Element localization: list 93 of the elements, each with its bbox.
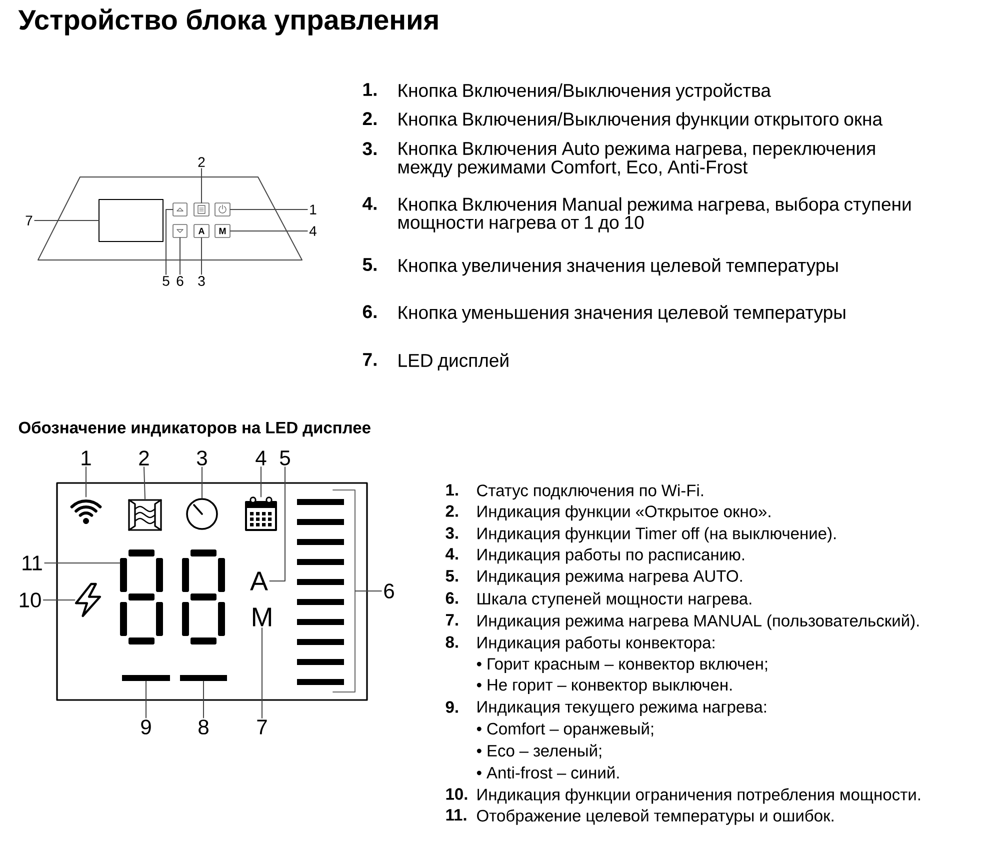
- callout-number: 3: [198, 276, 205, 286]
- leader-line: [269, 466, 286, 582]
- manual-button: M: [214, 224, 230, 238]
- control-panel: [38, 176, 302, 260]
- list-item: • Comfort – оранжевый;: [476, 722, 654, 738]
- list-number: 9.: [446, 701, 458, 713]
- indicator-bar: [122, 675, 170, 681]
- indicator-bar: [180, 675, 227, 681]
- calendar-icon: [245, 496, 277, 531]
- leader-line: [203, 680, 204, 718]
- callout-number: 6: [384, 584, 394, 598]
- callout-number: 4: [256, 450, 266, 466]
- callout-number: 5: [280, 450, 290, 466]
- section-heading: Обозначение индикаторов на LED дисплее: [18, 421, 370, 437]
- display-screen: [98, 199, 164, 242]
- callout-number: 1: [310, 204, 316, 214]
- mode-letter: A: [250, 572, 268, 590]
- list-item: Кнопка Включения Manual режима нагрева, выбора ступени мощности нагрева от 1 до 10: [398, 197, 911, 233]
- list-item: • Не горит – конвектор выключен.: [476, 679, 732, 694]
- list-number: 5.: [362, 258, 376, 271]
- list-number: 8.: [446, 636, 458, 648]
- leader-line: [230, 209, 308, 210]
- leader-line: [144, 466, 146, 500]
- mode-letter: M: [252, 608, 272, 626]
- list-item: Кнопка Включения/Выключения устройства: [398, 83, 771, 101]
- up-button: [172, 202, 188, 216]
- list-number: 7.: [446, 614, 458, 626]
- leader-line: [201, 168, 202, 204]
- callout-number: 2: [198, 157, 205, 167]
- leader-line: [44, 562, 120, 564]
- list-number: 2.: [446, 505, 458, 517]
- power-button: [214, 202, 230, 216]
- list-item: Индикация работы конвектора:: [478, 636, 714, 652]
- list-item: • Anti-frost – синий.: [476, 766, 619, 779]
- list-item: Индикация работы по расписанию.: [478, 548, 744, 564]
- leader-line: [34, 220, 100, 221]
- callout-number: 6: [176, 276, 184, 286]
- digit-display: [120, 550, 225, 644]
- list-item: Статус подключения по Wi-Fi.: [477, 484, 703, 500]
- list-number: 1.: [363, 83, 376, 96]
- callout-number: 4: [309, 226, 316, 236]
- list-number: 3.: [446, 527, 458, 539]
- list-item: Индикация функции Timer off (на выключение).: [478, 527, 836, 543]
- callout-number: 1: [82, 450, 91, 466]
- list-number: 3.: [362, 142, 376, 156]
- list-item: Кнопка увеличения значения целевой температуры: [398, 258, 838, 276]
- list-number: 5.: [446, 570, 458, 582]
- callout-number: 5: [162, 276, 170, 286]
- callout-number: 8: [198, 720, 208, 734]
- list-number: 6.: [362, 305, 376, 318]
- bolt-icon: [74, 582, 102, 618]
- leader-line: [201, 237, 202, 275]
- list-number: 2.: [362, 112, 376, 126]
- wifi-icon: [70, 500, 102, 524]
- callout-number: 7: [26, 216, 32, 226]
- callout-number: 2: [139, 450, 149, 466]
- leader-line: [260, 466, 262, 498]
- leader-line: [166, 209, 174, 275]
- list-item: Индикация текущего режима нагрева:: [478, 701, 766, 716]
- window-button: [194, 202, 210, 216]
- list-item: Индикация функции ограничения потребления мощности.: [478, 788, 920, 804]
- callout-number: 3: [196, 450, 207, 466]
- list-number: 1.: [446, 484, 458, 496]
- list-item: • Горит красным – конвектор включен;: [476, 658, 768, 673]
- callout-number: 10: [20, 592, 41, 608]
- window-icon: [128, 499, 162, 531]
- list-number: 7.: [363, 353, 376, 366]
- list-item: LED дисплей: [398, 353, 508, 370]
- list-number: 4.: [446, 548, 458, 560]
- list-item: • Eco – зеленый;: [476, 744, 602, 759]
- down-button: [172, 224, 188, 238]
- list-number: 10.: [446, 788, 468, 800]
- list-item: Кнопка Включения/Выключения функции открытого окна: [398, 112, 883, 130]
- list-item: Индикация режима нагрева AUTO.: [478, 570, 742, 586]
- callout-number: 7: [257, 720, 267, 734]
- list-item: Кнопка Включения Auto режима нагрева, переключения между режимами Comfort, Eco, Anti-Frost: [398, 142, 875, 178]
- list-item: Кнопка уменьшения значения целевой температуры: [398, 305, 846, 323]
- auto-button: A: [194, 224, 210, 238]
- power-scale: [297, 490, 356, 692]
- title: Устройство блока управления: [18, 8, 438, 36]
- list-number: 11.: [446, 809, 466, 821]
- timer-icon: [186, 498, 218, 530]
- callout-number: 11: [22, 556, 42, 570]
- list-number: 6.: [446, 592, 458, 604]
- list-item: Индикация функции «Открытое окно».: [478, 505, 770, 521]
- lcd-frame: [56, 482, 368, 701]
- callout-number: 9: [141, 720, 151, 734]
- list-item: Индикация режима нагрева MANUAL (пользовательский).: [478, 614, 919, 630]
- list-item: Шкала ступеней мощности нагрева.: [478, 592, 752, 608]
- leader-line: [230, 230, 308, 232]
- list-item: Отображение целевой температуры и ошибок.: [477, 809, 834, 825]
- leader-line: [354, 590, 382, 592]
- list-number: 4.: [362, 197, 376, 210]
